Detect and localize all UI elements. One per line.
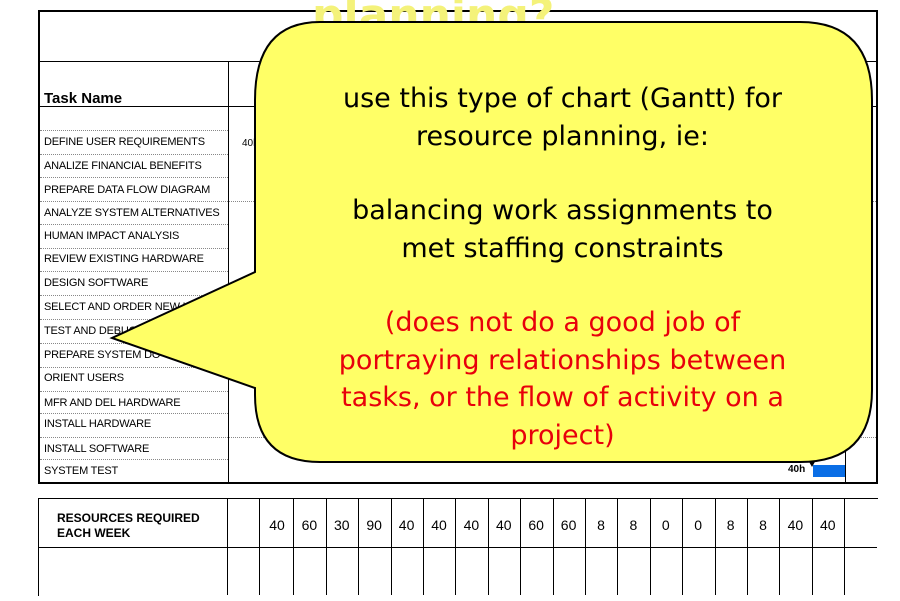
row-divider: [40, 459, 228, 460]
resources-column-divider: [585, 499, 586, 595]
resources-row-divider: [39, 547, 877, 548]
task-row-label: DEFINE USER REQUIREMENTS: [44, 136, 205, 148]
callout-note-line: (does not do a good job of: [384, 307, 741, 338]
task-row-label: PREPARE DATA FLOW DIAGRAM: [44, 184, 211, 196]
callout-line: balancing work assignments to: [352, 195, 773, 226]
task-hours-label: 40h: [788, 464, 806, 475]
resources-column-divider: [682, 499, 684, 595]
resources-column-divider: [811, 499, 813, 595]
callout-note-line: tasks, or the flow of activity on a: [341, 382, 784, 413]
resources-table: RESOURCES REQUIRED EACH WEEK 40 60 30 90 40 4…: [38, 498, 878, 596]
resource-value: 40: [398, 517, 415, 533]
resources-label-line: RESOURCES REQUIRED: [57, 511, 200, 525]
resources-column-divider: [747, 499, 748, 595]
resource-value: 30: [334, 517, 350, 533]
row-divider: [40, 154, 228, 155]
resources-label-line: EACH WEEK: [57, 526, 131, 540]
resources-column-divider: [390, 499, 392, 595]
resources-column-divider: [358, 499, 360, 595]
row-divider: [40, 271, 228, 272]
resources-column-divider: [779, 499, 781, 595]
resources-column-divider: [487, 499, 489, 595]
resource-value: 8: [597, 517, 605, 533]
resources-column-divider: [520, 499, 522, 595]
resources-column-divider: [293, 499, 295, 595]
resources-column-divider: [455, 499, 457, 595]
task-row-label: MFR AND DEL HARDWARE: [44, 397, 181, 409]
speech-bubble-shape: [109, 21, 873, 463]
callout-line: resource planning, ie:: [416, 120, 709, 152]
callout-note-line: project): [510, 419, 615, 451]
resource-value: 60: [301, 517, 318, 533]
resource-value: 40: [463, 517, 480, 533]
resource-value: 40: [269, 517, 285, 533]
resources-column-divider: [227, 499, 228, 595]
task-row-label: SELECT AND ORDER NEW HA: [44, 301, 198, 313]
resources-column-divider: [617, 499, 619, 595]
resources-column-divider: [649, 499, 651, 595]
resource-value: 60: [560, 517, 577, 533]
resources-label: RESOURCES REQUIRED EACH WEEK: [57, 511, 200, 541]
resource-value: 40: [431, 517, 447, 533]
row-divider: [40, 130, 228, 131]
task-row-label: ORIENT USERS: [44, 372, 124, 384]
callout-line: met staffing constraints: [401, 232, 724, 264]
resource-value: 90: [366, 517, 382, 533]
resources-column-divider: [259, 499, 260, 595]
task-row-label: HUMAN IMPACT ANALYSIS: [44, 230, 180, 242]
resource-value: 0: [694, 517, 703, 533]
task-row-label: PREPARE SYSTEM DO: [44, 349, 161, 361]
resource-value: 40: [787, 517, 804, 533]
resources-column-divider: [423, 499, 424, 595]
task-name-header: Task Name: [44, 90, 123, 107]
task-row-label: SYSTEM TEST: [44, 465, 118, 477]
row-divider: [40, 248, 228, 249]
row-divider: [40, 391, 228, 392]
resource-value: 60: [528, 517, 544, 533]
task-row-label: TEST AND DEBUG: [44, 325, 137, 337]
row-divider: [40, 413, 228, 414]
row-divider: [40, 295, 228, 296]
resource-value: 0: [661, 517, 670, 533]
task-column-divider: [228, 61, 229, 482]
callout-line: use this type of chart (Gantt) for: [342, 83, 783, 114]
row-divider: [40, 319, 228, 320]
task-bar: [813, 465, 845, 477]
task-hours-label: 40h: [242, 138, 259, 149]
task-row-label: DESIGN SOFTWARE: [44, 277, 149, 289]
milestone-marker: [808, 460, 816, 467]
task-row-label: INSTALL SOFTWARE: [44, 443, 150, 455]
resource-value: 40: [820, 517, 836, 533]
resource-value: 8: [759, 517, 767, 533]
resource-value: 8: [629, 517, 638, 533]
resource-value: 40: [496, 517, 512, 533]
resources-column-divider: [844, 499, 846, 595]
row-divider: [40, 224, 228, 225]
resources-column-divider: [552, 499, 554, 595]
callout-note-line: portraying relationships between: [338, 344, 787, 376]
resource-value: 8: [726, 517, 735, 533]
callout-text: use this type of chart (Gantt) for resou…: [270, 80, 855, 454]
row-divider: [40, 367, 228, 368]
resources-column-divider: [714, 499, 716, 595]
row-divider: [40, 177, 228, 178]
task-row-label: ANALIZE FINANCIAL BENEFITS: [44, 160, 202, 172]
task-row-label: REVIEW EXISTING HARDWARE: [44, 253, 204, 265]
task-row-label: INSTALL HARDWARE: [44, 418, 152, 430]
task-row-label: ANALYZE SYSTEM ALTERNATIVES: [44, 207, 220, 219]
resources-column-divider: [325, 499, 327, 595]
